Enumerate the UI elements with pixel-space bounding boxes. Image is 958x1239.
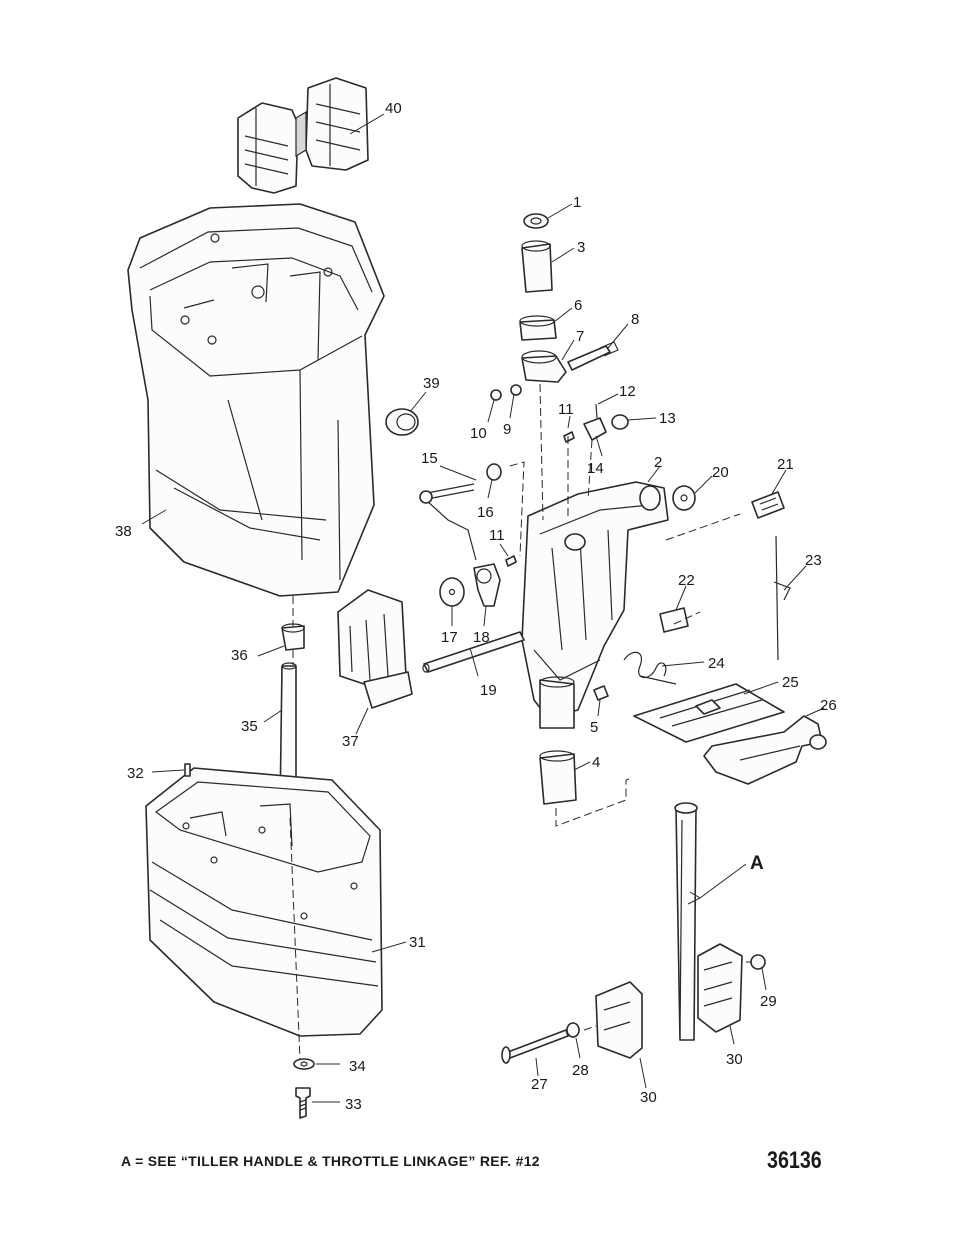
callout-20: 20 bbox=[712, 464, 729, 481]
callout-24: 24 bbox=[708, 655, 725, 672]
callout-22: 22 bbox=[678, 572, 695, 589]
callout-3: 3 bbox=[577, 239, 585, 256]
leader-lines bbox=[141, 113, 825, 1103]
callout-17: 17 bbox=[441, 629, 458, 646]
bracket-accessories bbox=[659, 485, 791, 661]
callout-11-upper: 11 bbox=[558, 401, 574, 418]
washer bbox=[293, 1058, 315, 1070]
tilt-pin-rod bbox=[422, 631, 525, 673]
callout-18: 18 bbox=[473, 629, 490, 646]
footer-reference-note: A = SEE “TILLER HANDLE & THROTTLE LINKAG… bbox=[121, 1153, 540, 1169]
diagram-number: 36136 bbox=[767, 1147, 822, 1174]
callout-32: 32 bbox=[127, 765, 144, 782]
upper-bushing-stack bbox=[490, 213, 619, 401]
callout-34: 34 bbox=[349, 1058, 366, 1075]
callout-21: 21 bbox=[777, 456, 794, 473]
tube-clamp-blocks bbox=[501, 943, 766, 1064]
steering-tube bbox=[674, 802, 698, 1041]
callout-1: 1 bbox=[573, 194, 581, 211]
tilt-lever bbox=[419, 463, 502, 561]
alignment-lines bbox=[289, 383, 752, 1061]
callout-10: 10 bbox=[470, 425, 487, 442]
callout-4: 4 bbox=[592, 754, 600, 771]
transom-clamp-plate bbox=[633, 683, 785, 743]
callout-31: 31 bbox=[409, 934, 426, 951]
callout-39: 39 bbox=[423, 375, 440, 392]
callout-27: 27 bbox=[531, 1076, 548, 1093]
callout-6: 6 bbox=[574, 297, 582, 314]
callout-38: 38 bbox=[115, 523, 132, 540]
callout-15: 15 bbox=[421, 450, 438, 467]
housing-plug bbox=[385, 408, 419, 436]
exhaust-housing bbox=[145, 767, 383, 1037]
callout-7: 7 bbox=[576, 328, 584, 345]
callout-23: 23 bbox=[805, 552, 822, 569]
callout-37: 37 bbox=[342, 733, 359, 750]
set-screw bbox=[593, 685, 609, 701]
callout-A: A bbox=[750, 853, 764, 874]
callout-35: 35 bbox=[241, 718, 258, 735]
callout-9: 9 bbox=[503, 421, 511, 438]
callout-14: 14 bbox=[587, 460, 604, 477]
clamp-handle bbox=[703, 715, 827, 785]
driveshaft-housing bbox=[127, 203, 385, 597]
callout-2: 2 bbox=[654, 454, 662, 471]
callout-labels: 1 3 6 7 8 10 9 11 12 13 14 15 16 2 20 21… bbox=[115, 100, 837, 1113]
callout-5: 5 bbox=[590, 719, 598, 736]
dowel-pin bbox=[184, 763, 191, 777]
tilt-spring bbox=[623, 651, 677, 685]
callout-12: 12 bbox=[619, 383, 636, 400]
lower-bushing bbox=[539, 750, 577, 805]
callout-36: 36 bbox=[231, 647, 248, 664]
callout-26: 26 bbox=[820, 697, 837, 714]
callout-8: 8 bbox=[631, 311, 639, 328]
callout-29: 29 bbox=[760, 993, 777, 1010]
callout-13: 13 bbox=[659, 410, 676, 427]
callout-16: 16 bbox=[477, 504, 494, 521]
callout-19: 19 bbox=[480, 682, 497, 699]
callout-30-right: 30 bbox=[726, 1051, 743, 1068]
small-fasteners-upper bbox=[563, 403, 629, 443]
tilt-lock-assembly bbox=[439, 555, 517, 607]
water-tube-grommet bbox=[281, 623, 305, 651]
callout-25: 25 bbox=[782, 674, 799, 691]
callout-30-bottom: 30 bbox=[640, 1089, 657, 1106]
callout-11-lower: 11 bbox=[489, 527, 505, 544]
callout-33: 33 bbox=[345, 1096, 362, 1113]
swivel-bracket bbox=[521, 481, 669, 729]
callout-40: 40 bbox=[385, 100, 402, 117]
exhaust-adapter bbox=[337, 589, 413, 709]
bolt bbox=[295, 1087, 311, 1119]
side-cover-pair bbox=[237, 77, 369, 194]
callout-28: 28 bbox=[572, 1062, 589, 1079]
